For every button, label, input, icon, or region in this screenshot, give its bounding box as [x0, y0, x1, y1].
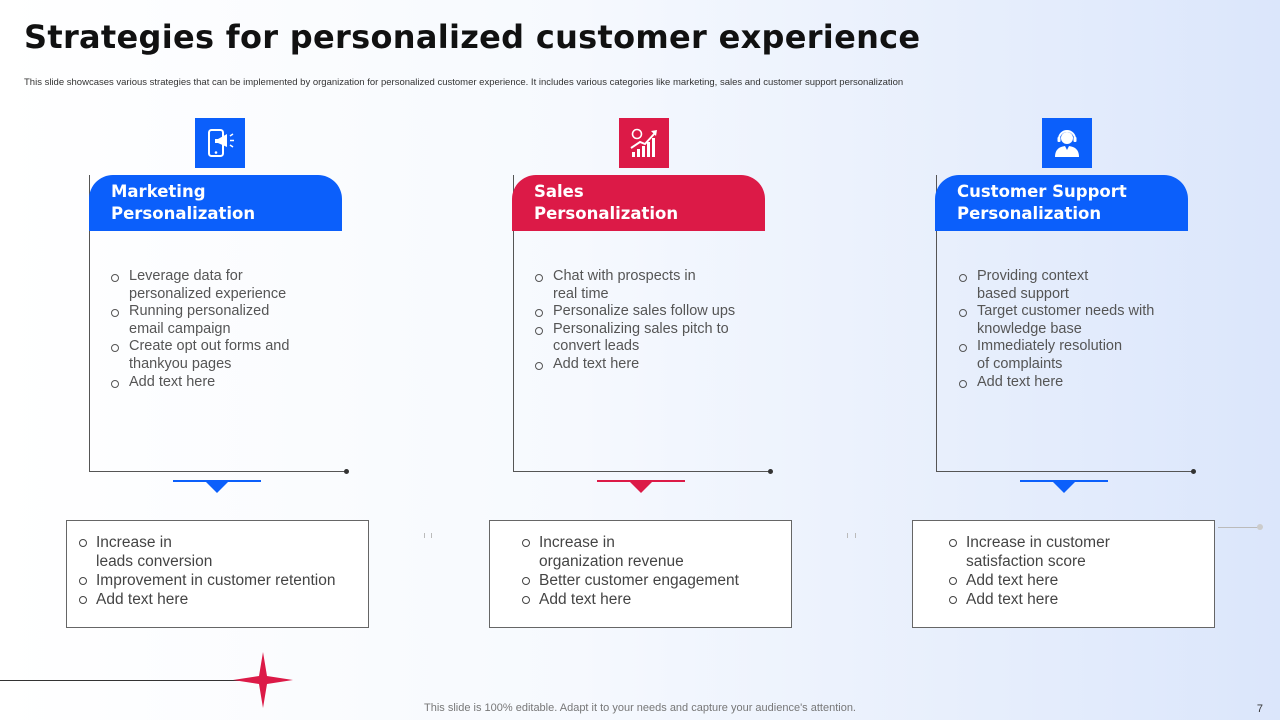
- sales-header-text: Sales Personalization: [534, 182, 679, 223]
- sales-connector-line: [597, 480, 685, 482]
- sales-header: Sales Personalization: [512, 175, 765, 231]
- result-item: Increase in organization revenue: [520, 533, 791, 571]
- customer-support-agent-icon: [1055, 130, 1079, 157]
- slide-subtitle: This slide showcases various strategies …: [24, 77, 904, 88]
- result-item: Add text here: [77, 590, 368, 609]
- result-item: Improvement in customer retention: [77, 571, 368, 590]
- sales-strategy-list: Chat with prospects in real time Persona…: [533, 268, 763, 374]
- slide-footer: This slide is 100% editable. Adapt it to…: [424, 702, 856, 714]
- four-point-star-icon: [233, 652, 293, 708]
- marketing-frame: [89, 175, 349, 474]
- decorative-dot: [1257, 524, 1263, 530]
- sales-icon-box: [619, 118, 669, 168]
- sales-down-arrow: [630, 482, 652, 493]
- support-down-arrow: [1053, 482, 1075, 493]
- support-header-text: Customer Support Personalization: [957, 182, 1127, 223]
- support-connector-line: [1020, 480, 1108, 482]
- support-results-box: Increase in customer satisfaction score …: [912, 520, 1215, 628]
- marketing-connector-line: [173, 480, 261, 482]
- decorative-tick: [855, 533, 856, 538]
- list-item: Chat with prospects in real time: [533, 268, 763, 303]
- bottom-decorative-line: [0, 680, 245, 681]
- result-item: Increase in leads conversion: [77, 533, 368, 571]
- result-item: Add text here: [947, 590, 1214, 609]
- decorative-line: [1218, 527, 1258, 528]
- list-item: Running personalized email campaign: [109, 303, 339, 338]
- marketing-icon-box: [195, 118, 245, 168]
- support-header: Customer Support Personalization: [935, 175, 1188, 231]
- support-strategy-list: Providing context based support Target c…: [957, 268, 1187, 391]
- slide-title: Strategies for personalized customer exp…: [24, 18, 921, 56]
- list-item: Personalize sales follow ups: [533, 303, 763, 321]
- result-item: Increase in customer satisfaction score: [947, 533, 1214, 571]
- list-item: Create opt out forms and thankyou pages: [109, 338, 339, 373]
- list-item: Add text here: [109, 374, 339, 392]
- page-number: 7: [1256, 703, 1263, 715]
- list-item: Providing context based support: [957, 268, 1187, 303]
- list-item: Add text here: [533, 356, 763, 374]
- marketing-down-arrow: [206, 482, 228, 493]
- frame-end-dot: [768, 469, 773, 474]
- list-item: Immediately resolution of complaints: [957, 338, 1187, 373]
- result-item: Better customer engagement: [520, 571, 791, 590]
- decorative-tick: [424, 533, 425, 538]
- marketing-header-text: Marketing Personalization: [111, 182, 256, 223]
- list-item: Leverage data for personalized experienc…: [109, 268, 339, 303]
- sales-frame: [513, 175, 773, 474]
- result-item: Add text here: [520, 590, 791, 609]
- mobile-megaphone-icon: [208, 129, 234, 157]
- frame-end-dot: [344, 469, 349, 474]
- list-item: Personalizing sales pitch to convert lea…: [533, 321, 763, 356]
- marketing-strategy-list: Leverage data for personalized experienc…: [109, 268, 339, 391]
- support-frame: [936, 175, 1196, 474]
- list-item: Add text here: [957, 374, 1187, 392]
- result-item: Add text here: [947, 571, 1214, 590]
- support-icon-box: [1042, 118, 1092, 168]
- sales-growth-chart-icon: [630, 128, 657, 157]
- list-item: Target customer needs with knowledge bas…: [957, 303, 1187, 338]
- decorative-tick: [431, 533, 432, 538]
- marketing-results-box: Increase in leads conversion Improvement…: [66, 520, 369, 628]
- sales-results-box: Increase in organization revenue Better …: [489, 520, 792, 628]
- frame-end-dot: [1191, 469, 1196, 474]
- marketing-header: Marketing Personalization: [89, 175, 342, 231]
- decorative-tick: [847, 533, 848, 538]
